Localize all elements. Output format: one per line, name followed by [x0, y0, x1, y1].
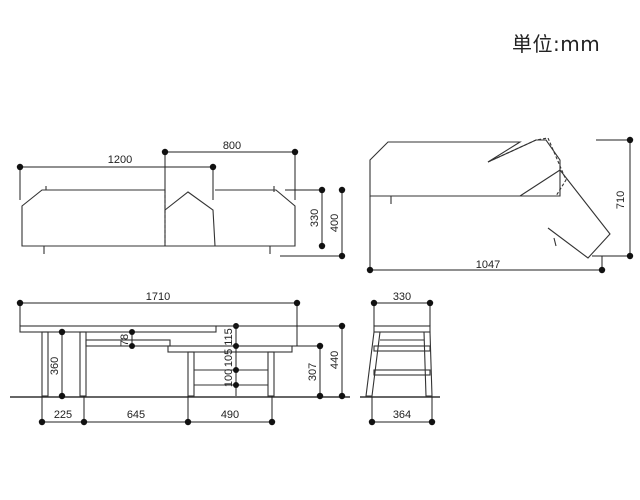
dim-endpoint	[293, 299, 301, 307]
shelf-top	[373, 325, 431, 333]
dim-label-800: 800	[223, 140, 241, 152]
dim-endpoint	[184, 418, 192, 426]
bottom-right-dimensions	[368, 299, 436, 426]
table-leg	[41, 331, 49, 397]
dim-label-645: 645	[127, 409, 145, 421]
dim-endpoint	[233, 343, 239, 349]
dim-endpoint	[58, 328, 66, 336]
box-left-section	[21, 189, 166, 247]
dim-label-1200: 1200	[108, 154, 132, 166]
dim-endpoint	[233, 367, 239, 373]
dim-endpoint	[338, 186, 346, 194]
dim-endpoint	[316, 342, 324, 350]
dim-label-1047: 1047	[476, 259, 500, 271]
shelf-leg	[423, 331, 433, 397]
lid-ghost	[487, 137, 567, 197]
unit-label: 単位:mm	[512, 32, 601, 56]
tilted-lid	[519, 169, 611, 259]
bottom-right-view	[360, 325, 440, 398]
dim-endpoint	[38, 418, 46, 426]
dim-label-400: 400	[329, 214, 341, 232]
dim-label-100: 100	[223, 369, 235, 387]
bottom-left-dimensions	[16, 299, 346, 426]
shelf-leg	[187, 351, 195, 397]
dim-label-225: 225	[54, 409, 72, 421]
side-box-body	[369, 139, 561, 197]
dim-label-440: 440	[329, 351, 341, 369]
dim-label-1710: 1710	[146, 291, 170, 303]
dim-endpoint	[626, 252, 634, 260]
dim-endpoint	[598, 266, 606, 274]
dim-label-330-side: 330	[393, 291, 411, 303]
box-right-section	[215, 189, 296, 247]
dim-label-307: 307	[307, 363, 319, 381]
top-left-dimensions	[16, 148, 346, 260]
dim-label-330: 330	[309, 209, 321, 227]
shelf-leg-slanted	[365, 331, 381, 397]
dim-label-115: 115	[223, 328, 235, 346]
dim-label-78: 78	[119, 334, 131, 346]
dim-endpoint	[80, 418, 88, 426]
dim-endpoint	[368, 418, 376, 426]
shelf-leg	[267, 351, 275, 397]
dim-endpoint	[129, 329, 135, 335]
bottom-left-view	[10, 325, 350, 398]
drawer-panel	[85, 339, 171, 347]
top-left-view	[21, 186, 296, 254]
dim-label-710: 710	[615, 191, 627, 209]
dim-label-490: 490	[221, 409, 239, 421]
table-top	[19, 325, 217, 333]
shelf-board	[373, 369, 431, 376]
top-right-dimensions	[366, 136, 634, 274]
box-middle-lid	[164, 191, 216, 247]
dim-label-364: 364	[393, 409, 411, 421]
table-leg	[79, 331, 87, 397]
dim-endpoint	[318, 242, 326, 250]
dim-endpoint	[291, 148, 299, 156]
dim-endpoint	[209, 163, 217, 171]
foot	[553, 237, 557, 247]
dim-endpoint	[161, 148, 169, 156]
dim-endpoint	[318, 186, 326, 194]
dim-endpoint	[338, 322, 346, 330]
dim-endpoint	[58, 392, 66, 400]
lower-shelf-top	[167, 345, 293, 353]
dim-endpoint	[366, 266, 374, 274]
dim-label-360: 360	[49, 357, 61, 375]
dim-endpoint	[626, 136, 634, 144]
dim-endpoint	[129, 343, 135, 349]
dim-label-105: 105	[223, 349, 235, 367]
dim-endpoint	[316, 392, 324, 400]
dim-endpoint	[338, 252, 346, 260]
top-right-view	[369, 137, 611, 259]
dim-endpoint	[428, 418, 436, 426]
dim-endpoint	[426, 299, 434, 307]
dim-endpoint	[338, 392, 346, 400]
shelf-board	[373, 345, 431, 352]
dim-endpoint	[370, 299, 378, 307]
dim-endpoint	[16, 163, 24, 171]
dim-endpoint	[268, 418, 276, 426]
dim-endpoint	[16, 299, 24, 307]
dim-endpoint	[233, 382, 239, 388]
